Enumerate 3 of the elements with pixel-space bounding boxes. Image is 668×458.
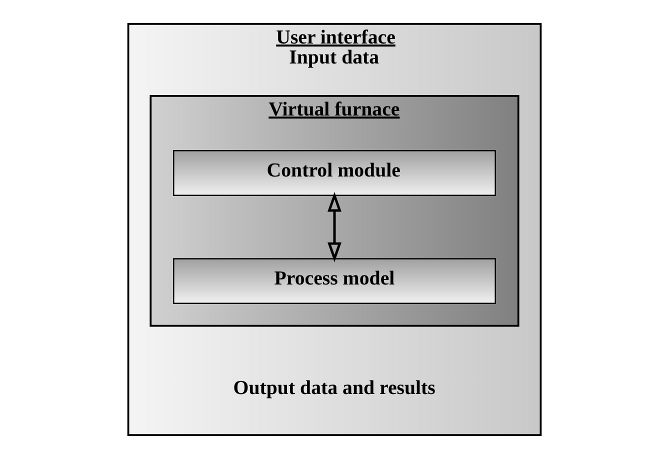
- node-box: Control module: [172, 150, 496, 196]
- arrow: [327, 191, 341, 262]
- node-box: Process model: [172, 258, 496, 304]
